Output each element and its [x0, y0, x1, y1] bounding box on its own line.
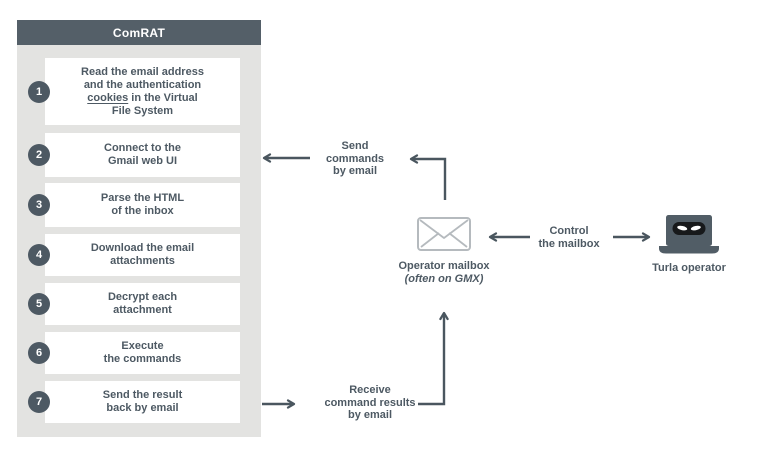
step-4: 4 Download the email attachments [28, 234, 240, 276]
step-number-badge: 6 [28, 342, 50, 364]
step-number-badge: 5 [28, 293, 50, 315]
step-7: 7 Send the result back by email [28, 381, 240, 423]
mailbox-title: Operator mailbox [398, 260, 490, 272]
operator-mailbox-node: Operator mailbox (often on GMX) [374, 217, 514, 286]
send-commands-label: Send commands by email [325, 140, 385, 177]
step-6: 6 Execute the commands [28, 332, 240, 374]
receive-results-label: Receive command results by email [324, 384, 416, 421]
step-3: 3 Parse the HTML of the inbox [28, 183, 240, 227]
step-2: 2 Connect to the Gmail web UI [28, 133, 240, 177]
step-number-badge: 2 [28, 144, 50, 166]
step-text: Read the email address and the authentic… [81, 65, 204, 117]
step-5: 5 Decrypt each attachment [28, 283, 240, 325]
envelope-icon [417, 217, 471, 251]
step-number-badge: 3 [28, 194, 50, 216]
send-elbow-arrow [409, 154, 447, 200]
step-number-badge: 1 [28, 80, 50, 103]
step-text: Connect to the Gmail web UI [104, 142, 181, 167]
control-mailbox-label: Control the mailbox [538, 225, 600, 250]
mailbox-subtitle: (often on GMX) [404, 273, 484, 285]
step-text: Parse the HTML of the inbox [100, 192, 185, 217]
step-text: Execute the commands [103, 340, 182, 365]
step-1: 1 Read the email address and the authent… [28, 58, 240, 125]
step-text: Download the email attachments [90, 242, 195, 267]
masked-laptop-icon [659, 215, 719, 254]
step-text: Decrypt each attachment [107, 291, 178, 316]
step-number-badge: 4 [28, 244, 50, 266]
turla-operator-title: Turla operator [652, 262, 726, 274]
turla-operator-node: Turla operator [629, 215, 749, 275]
step-text: Send the result back by email [102, 389, 183, 414]
step-number-badge: 7 [28, 391, 50, 413]
comrat-panel: ComRAT 1 Read the email address and the … [17, 20, 261, 437]
comrat-panel-title: ComRAT [17, 20, 261, 45]
